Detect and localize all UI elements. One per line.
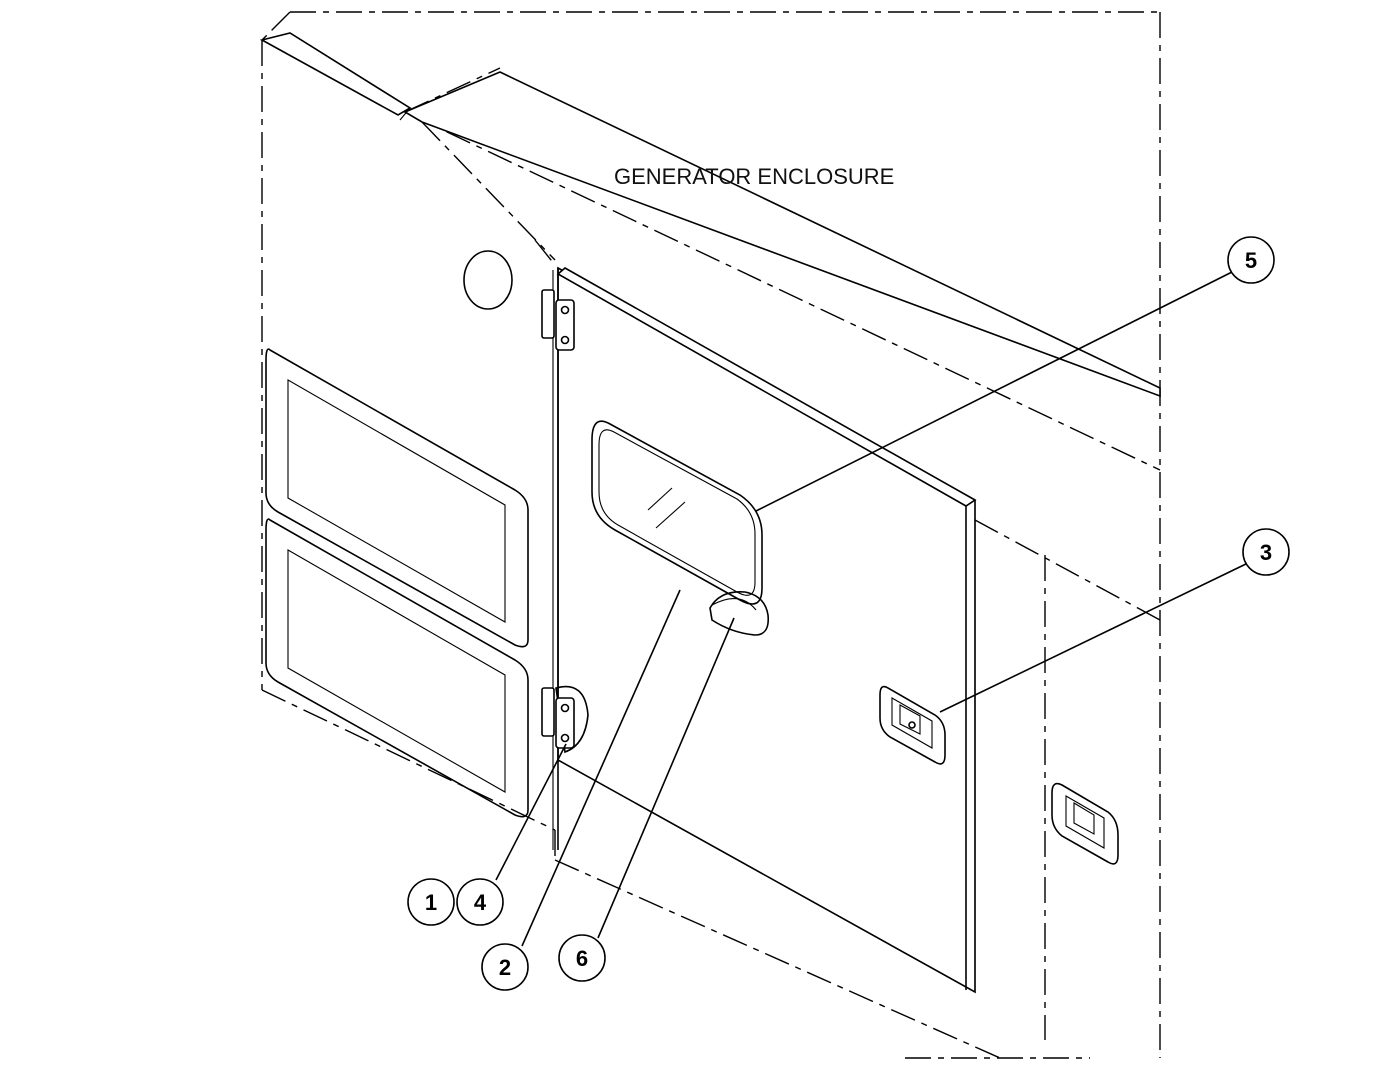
leader-line-2 [521,589,681,947]
drawing-title: GENERATOR ENCLOSURE [614,164,894,189]
callout-5: 5 [1227,236,1275,284]
leader-line-6 [597,617,735,939]
leader-line-5 [755,271,1233,512]
callout-2: 2 [481,943,529,991]
leader-line-3 [939,562,1249,713]
door-hinge-upper [541,289,575,351]
callout-label-6: 6 [576,946,588,971]
leader-line-1-4 [495,743,567,881]
callout-label-3: 3 [1260,540,1272,565]
louver-grille-upper [265,348,529,648]
adjacent-panel-latch [1051,782,1119,865]
door-latch [879,685,946,765]
callout-label-2: 2 [499,955,511,980]
callout-3: 3 [1242,528,1290,576]
callout-4: 4 [456,878,504,926]
roof-panels [259,32,1161,398]
door-window [591,420,770,636]
leader-lines [495,271,1249,947]
enclosure-phantom-outline [261,11,1161,1059]
access-door [552,266,977,994]
callout-1: 1 [407,878,455,926]
louver-grille-lower [265,518,529,818]
callout-label-1: 1 [425,890,437,915]
callout-label-5: 5 [1245,248,1257,273]
callout-label-4: 4 [474,890,487,915]
door-hinge-lower [541,685,589,754]
callout-6: 6 [558,934,606,982]
round-vent-hole [463,250,513,310]
